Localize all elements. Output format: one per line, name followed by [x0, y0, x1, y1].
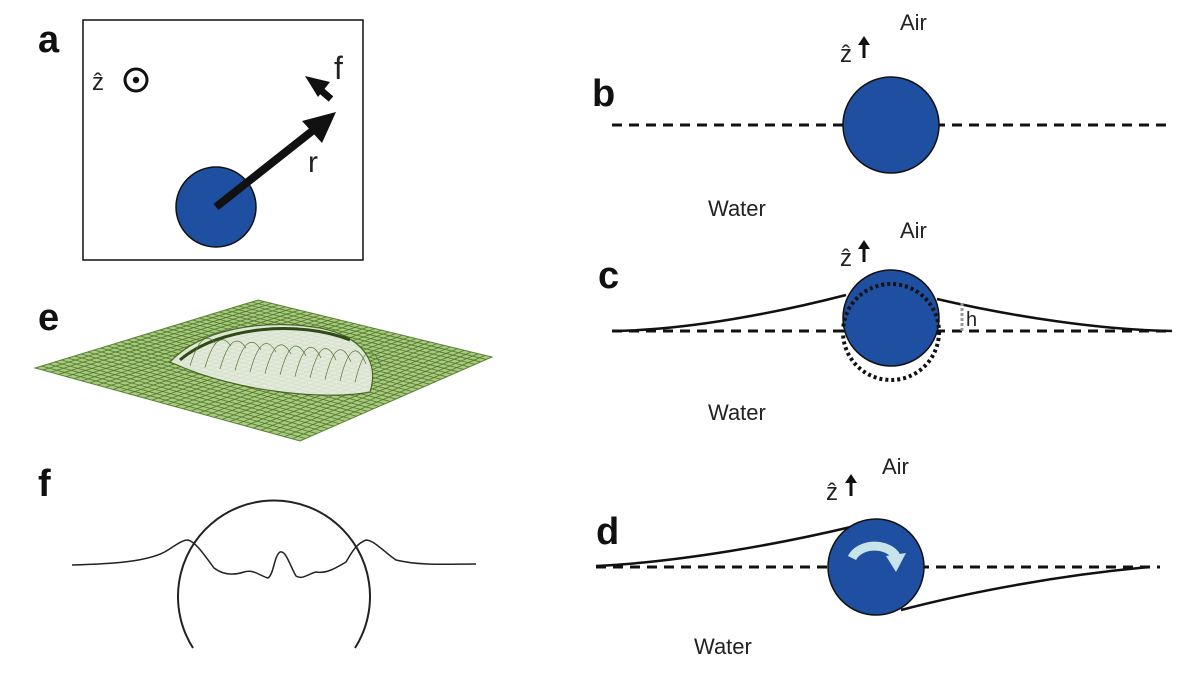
out-of-plane-icon — [123, 67, 149, 93]
panel-d-letter: d — [596, 511, 619, 553]
panel-a-letter: a — [38, 19, 60, 61]
radius-label: r — [308, 146, 318, 179]
panel-c-letter: c — [598, 255, 619, 297]
panel-e: e — [33, 297, 494, 442]
tilted-meniscus-d — [595, 524, 1151, 612]
z-axis-arrow-d — [845, 474, 857, 496]
radius-arrow — [213, 112, 336, 211]
panel-c-water-label: Water — [708, 400, 766, 425]
interface-profile-f — [71, 539, 477, 579]
panel-a-frame — [82, 19, 364, 261]
panel-d-water-label: Water — [694, 634, 752, 659]
panel-f: f — [38, 463, 477, 649]
height-label: h — [966, 309, 977, 331]
panel-d: d Air Water ẑ — [595, 454, 1160, 659]
panel-f-letter: f — [38, 463, 51, 505]
panel-b-letter: b — [592, 73, 615, 115]
panel-a-z-label: ẑ — [92, 69, 104, 96]
mesh-surface — [33, 299, 494, 442]
panel-b-air-label: Air — [900, 10, 927, 35]
panel-b-z-label: ẑ — [840, 41, 852, 68]
rotation-arrow-icon — [847, 541, 906, 572]
meniscus-c — [611, 293, 1173, 333]
particle-d — [827, 518, 925, 616]
force-label: f — [334, 50, 343, 86]
particle-outline-f — [177, 499, 371, 649]
z-axis-arrow-b — [858, 36, 870, 58]
panel-a: a ẑ r f — [38, 19, 364, 261]
panel-c-air-label: Air — [900, 218, 927, 243]
panel-d-z-label: ẑ — [826, 479, 838, 506]
original-position-c — [841, 282, 941, 382]
panel-c: c Air Water ẑ h — [598, 218, 1173, 425]
panel-d-air-label: Air — [882, 454, 909, 479]
force-arrow — [305, 76, 334, 102]
panel-e-letter: e — [38, 297, 59, 339]
particle-c — [842, 269, 940, 367]
panel-c-z-label: ẑ — [840, 245, 852, 272]
panel-b-water-label: Water — [708, 196, 766, 221]
z-axis-arrow-c — [858, 240, 870, 262]
panel-b: b Air Water ẑ — [592, 10, 1172, 221]
particle-b — [842, 76, 940, 174]
